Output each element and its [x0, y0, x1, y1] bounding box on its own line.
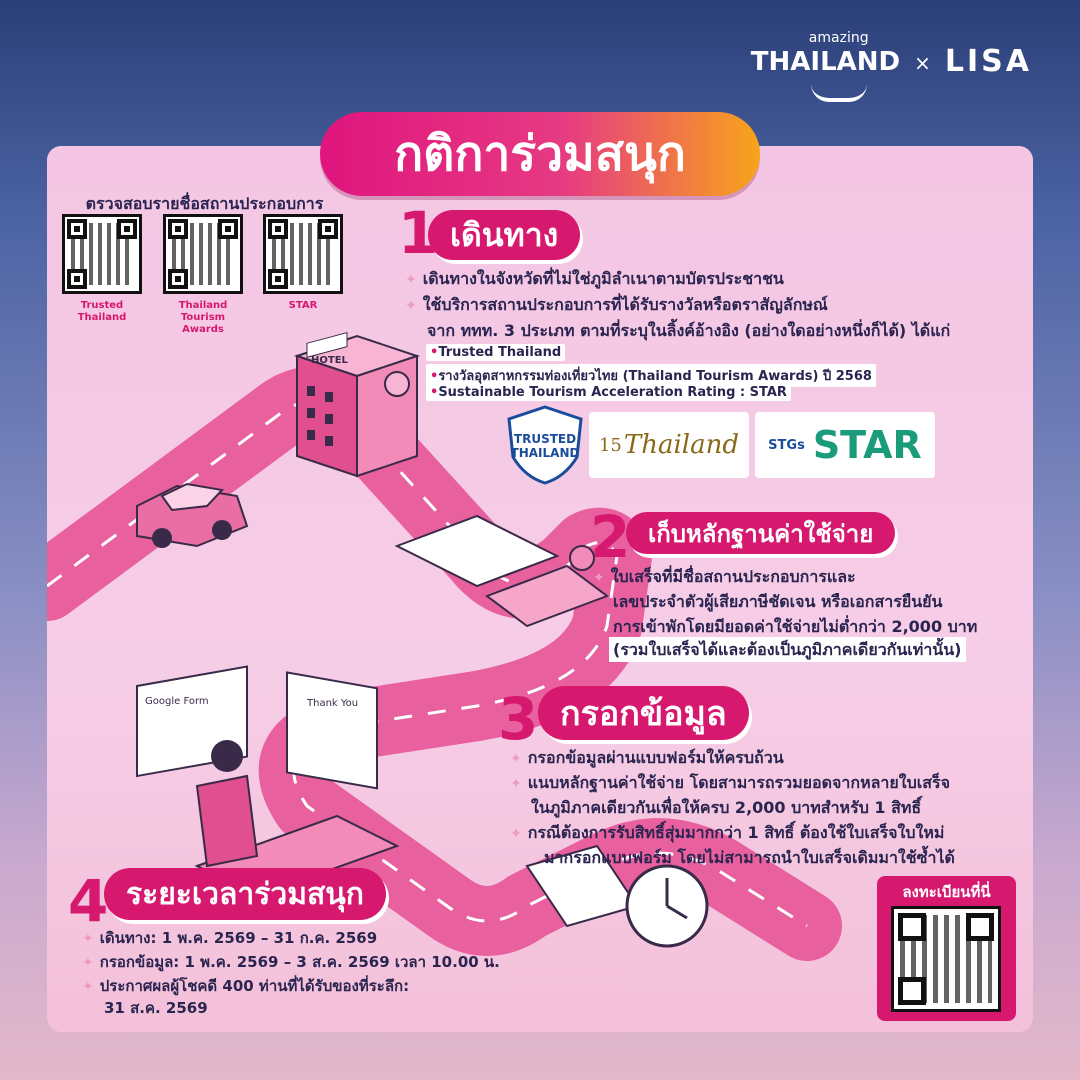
step-2-note: (รวมใบเสร็จได้และต้องเป็นภูมิภาคเดียวกัน…	[609, 637, 966, 662]
qr-label: STAR	[288, 300, 318, 311]
brand-thailand: THAILAND	[750, 46, 901, 77]
step-4-number: 4	[68, 867, 109, 935]
star-logo: STGs STAR	[755, 412, 935, 478]
qr-code-icon	[163, 214, 243, 294]
diamond-icon: ✦	[405, 272, 417, 288]
step-2-bullet-cont: เลขประจำตัวผู้เสียภาษีชัดเจน หรือเอกสารย…	[613, 592, 943, 611]
step-4-bullet: ✦เดินทาง: 1 พ.ค. 2569 – 31 ก.ค. 2569	[82, 929, 378, 947]
diamond-icon: ✦	[510, 776, 522, 792]
thailand-smile-logo	[810, 84, 867, 102]
step-1-title: เดินทาง	[428, 210, 581, 260]
page-title: กติการ่วมสนุก	[320, 112, 760, 196]
diamond-icon: ✦	[593, 570, 605, 586]
step-3-bullet-cont: ในภูมิภาคเดียวกันเพื่อให้ครบ 2,000 บาทสำ…	[531, 798, 922, 817]
diamond-icon: ✦	[510, 826, 522, 842]
step-2-bullet-cont: การเข้าพักโดยมียอดค่าใช้จ่ายไม่ต่ำกว่า 2…	[613, 617, 978, 636]
step-1-bullet: ✦ใช้บริการสถานประกอบการที่ได้รับรางวัลหร…	[405, 295, 828, 314]
register-qr[interactable]: ลงทะเบียนที่นี่	[877, 876, 1016, 1021]
thailand-tourism-awards-logo: 15 Thailand	[589, 412, 749, 478]
step-3-number: 3	[498, 685, 539, 753]
step-3-bullet: ✦กรอกข้อมูลผ่านแบบฟอร์มให้ครบถ้วน	[510, 748, 784, 767]
diamond-icon: ✦	[405, 298, 417, 314]
diamond-icon: ✦	[82, 931, 94, 947]
step-4-bullet: ✦ประกาศผลผู้โชคดี 400 ท่านที่ได้รับของที…	[82, 977, 410, 995]
qr-label: Thailand Tourism Awards	[178, 300, 228, 335]
step-1-bullet-cont: จาก ททท. 3 ประเภท ตามที่ระบุในลิ้งค์อ้าง…	[427, 321, 951, 340]
step-2-bullet: ✦ใบเสร็จที่มีชื่อสถานประกอบการและ	[593, 567, 856, 586]
step-4-bullet-cont: 31 ส.ค. 2569	[104, 999, 208, 1017]
qr-code-icon	[62, 214, 142, 294]
qr-tourism-awards[interactable]: Thailand Tourism Awards	[159, 214, 247, 336]
step-4-bullet: ✦กรอกข้อมูล: 1 พ.ค. 2569 – 3 ส.ค. 2569 เ…	[82, 953, 500, 971]
step-3-bullet-cont: มากรอกแบบฟอร์ม โดยไม่สามารถนำใบเสร็จเดิม…	[544, 848, 955, 867]
step-1-sub-item: •Sustainable Tourism Acceleration Rating…	[426, 384, 791, 401]
brand-amazing: amazing	[808, 30, 869, 46]
brand-lockup: amazing THAILAND × LISA	[750, 30, 1032, 102]
qr-star[interactable]: STAR	[259, 214, 347, 312]
svg-text:TRUSTED: TRUSTED	[514, 432, 576, 446]
brand-cross: ×	[914, 50, 931, 75]
step-3-bullet: ✦กรณีต้องการรับสิทธิ์สุ่มมากกว่า 1 สิทธิ…	[510, 823, 945, 842]
diamond-icon: ✦	[510, 751, 522, 767]
step-2-title: เก็บหลักฐานค่าใช้จ่าย	[626, 512, 896, 554]
brand-lisa: LISA	[944, 44, 1032, 79]
step-1-bullet: ✦เดินทางในจังหวัดที่ไม่ใช่ภูมิลำเนาตามบั…	[405, 269, 784, 288]
register-label: ลงทะเบียนที่นี่	[902, 883, 991, 901]
qr-trusted-thailand[interactable]: Trusted Thailand	[58, 214, 146, 324]
step-1-sub-item: •รางวัลอุตสาหกรรมท่องเที่ยวไทย (Thailand…	[426, 364, 876, 387]
trusted-thailand-logo: TRUSTED THAILAND	[507, 405, 583, 485]
qr-section-title: ตรวจสอบรายชื่อสถานประกอบการ	[85, 194, 324, 213]
qr-label: Trusted Thailand	[77, 300, 127, 323]
step-1-sub-item: •Trusted Thailand	[426, 344, 566, 361]
step-3-title: กรอกข้อมูล	[538, 686, 749, 740]
step-2-number: 2	[590, 503, 631, 571]
svg-text:THAILAND: THAILAND	[511, 446, 580, 460]
qr-code-icon	[263, 214, 343, 294]
step-4-title: ระยะเวลาร่วมสนุก	[104, 868, 386, 920]
diamond-icon: ✦	[82, 955, 94, 971]
qr-code-icon	[891, 906, 1001, 1012]
diamond-icon: ✦	[82, 979, 94, 995]
step-3-bullet: ✦แนบหลักฐานค่าใช้จ่าย โดยสามารถรวมยอดจาก…	[510, 773, 950, 792]
